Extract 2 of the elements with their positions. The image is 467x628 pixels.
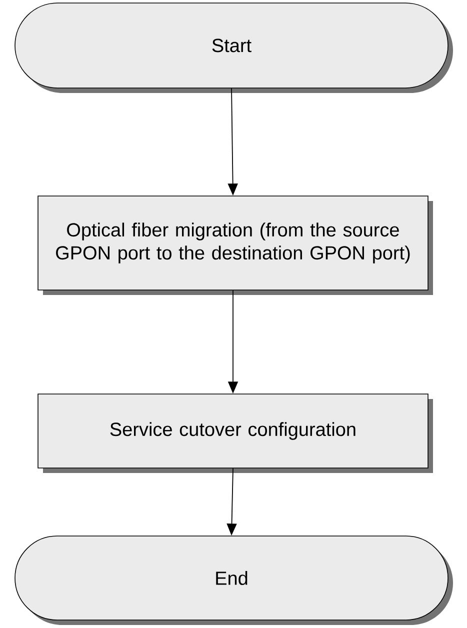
process-box: Optical fiber migration (from the source GPON port to the destination GPON port)	[38, 196, 433, 295]
process-box: Service cutover configuration	[38, 394, 433, 473]
